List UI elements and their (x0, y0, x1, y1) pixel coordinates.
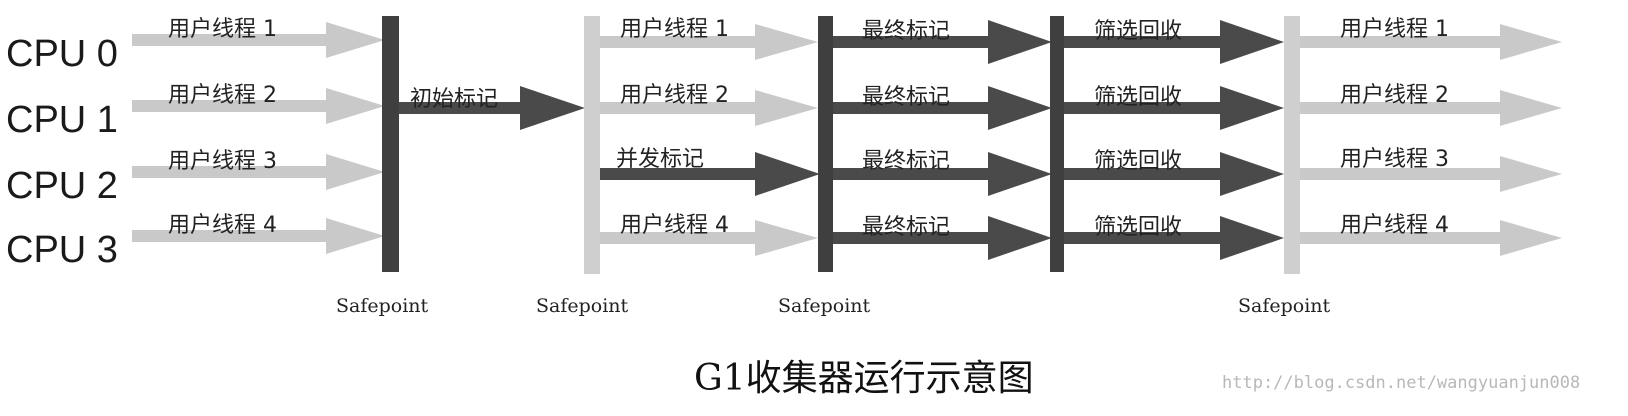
user-thread-arrow-4 (132, 218, 385, 254)
user-thread-label-4: 用户线程 4 (168, 213, 277, 238)
user-thread-label-10: 用户线程 3 (1340, 147, 1449, 172)
cleanup-arrow-1 (1064, 20, 1284, 64)
concurrent-mark-arrow (600, 152, 820, 196)
user-thread-arrow-1 (132, 22, 385, 58)
diagram-caption: G1收集器运行示意图 (694, 358, 1034, 399)
user-thread-label-9: 用户线程 2 (1340, 83, 1449, 108)
initial-mark-label: 初始标记 (410, 87, 498, 112)
user-thread-arrow-11 (1300, 220, 1562, 256)
user-thread-arrow-10 (1300, 156, 1562, 192)
user-thread-label-1: 用户线程 1 (168, 17, 277, 42)
user-thread-arrow-6 (600, 90, 818, 126)
cleanup-label-1: 筛选回收 (1094, 19, 1182, 44)
safepoint-bar-4 (1284, 16, 1300, 274)
phase-divider-bar (1050, 16, 1064, 272)
safepoint-label-1: Safepoint (336, 295, 429, 317)
user-thread-label-3: 用户线程 3 (168, 149, 277, 174)
final-mark-arrow-2 (833, 86, 1052, 130)
user-thread-label-2: 用户线程 2 (168, 83, 277, 108)
user-thread-arrow-8 (1300, 24, 1562, 60)
cleanup-arrow-4 (1064, 216, 1284, 260)
cleanup-label-4: 筛选回收 (1094, 215, 1182, 240)
final-mark-label-4: 最终标记 (862, 215, 950, 240)
cpu-2-label: CPU 2 (6, 165, 118, 207)
final-mark-arrow-4 (833, 216, 1052, 260)
safepoint-label-2: Safepoint (536, 295, 629, 317)
final-mark-label-2: 最终标记 (862, 85, 950, 110)
safepoint-bar-1 (382, 16, 399, 272)
cpu-3-label: CPU 3 (6, 229, 118, 271)
safepoint-bar-3 (818, 16, 833, 272)
final-mark-label-3: 最终标记 (862, 149, 950, 174)
user-thread-label-5: 用户线程 1 (620, 17, 729, 42)
user-thread-arrow-5 (600, 24, 818, 60)
concurrent-mark-label: 并发标记 (616, 147, 704, 172)
safepoint-label-4: Safepoint (1238, 295, 1331, 317)
watermark-url: http://blog.csdn.net/wangyuanjun008 (1222, 373, 1580, 393)
user-thread-arrow-7 (600, 220, 818, 256)
user-thread-label-6: 用户线程 2 (620, 83, 729, 108)
cleanup-label-2: 筛选回收 (1094, 85, 1182, 110)
user-thread-label-8: 用户线程 1 (1340, 17, 1449, 42)
safepoint-bar-2 (584, 16, 600, 274)
safepoint-label-3: Safepoint (778, 295, 871, 317)
user-thread-arrow-9 (1300, 90, 1562, 126)
user-thread-arrow-2 (132, 88, 385, 124)
final-mark-arrow-3 (833, 152, 1052, 196)
user-thread-label-11: 用户线程 4 (1340, 213, 1449, 238)
cpu-1-label: CPU 1 (6, 99, 118, 141)
initial-mark-arrow (399, 86, 585, 130)
final-mark-arrow-1 (833, 20, 1052, 64)
cpu-0-label: CPU 0 (6, 33, 118, 75)
user-thread-label-7: 用户线程 4 (620, 213, 729, 238)
user-thread-arrow-3 (132, 154, 385, 190)
cleanup-label-3: 筛选回收 (1094, 149, 1182, 174)
cleanup-arrow-3 (1064, 152, 1284, 196)
cleanup-arrow-2 (1064, 86, 1284, 130)
final-mark-label-1: 最终标记 (862, 19, 950, 44)
